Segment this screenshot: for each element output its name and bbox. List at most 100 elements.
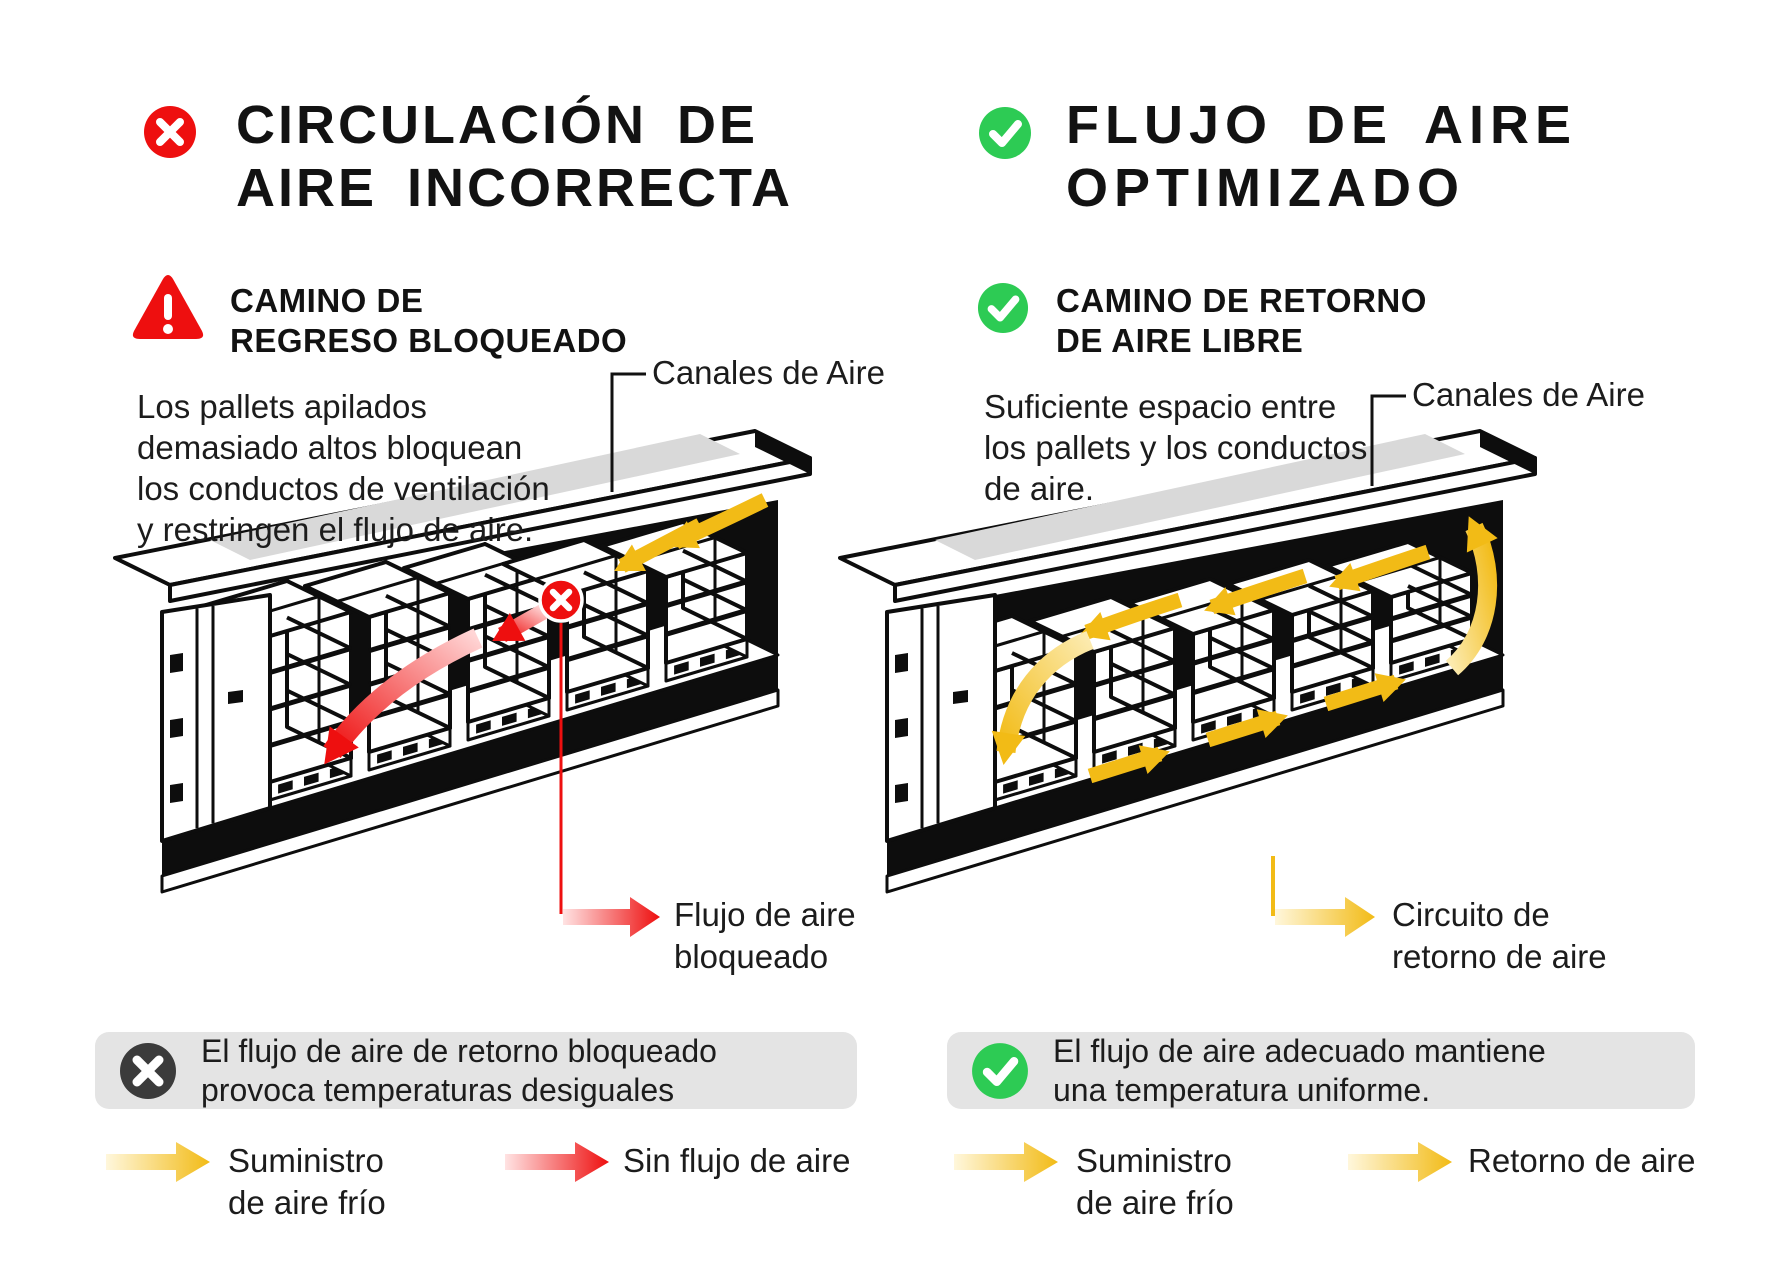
- right-title: FLUJO DE AIRE OPTIMIZADO: [1066, 94, 1577, 220]
- right-note-box: El flujo de aire adecuado mantiene una t…: [947, 1032, 1695, 1109]
- left-legend-supply-label: Suministro de aire frío: [228, 1140, 386, 1224]
- return-air-arrowhead: [1374, 673, 1406, 702]
- legend-blocked-arrow-icon: [505, 1142, 609, 1182]
- right-description: Suficiente espacio entre los pallets y l…: [984, 386, 1367, 509]
- riser-air-arrowhead: [1466, 516, 1498, 553]
- pallet-slot: [476, 720, 491, 734]
- legend-supply-line2: de aire frío: [228, 1184, 386, 1221]
- container-base: [887, 655, 1503, 876]
- left-note-line2: provoca temperaturas desiguales: [201, 1071, 675, 1108]
- pallet-slot: [575, 690, 590, 704]
- left-description: Los pallets apilados demasiado altos blo…: [137, 386, 550, 550]
- left-duct-label: Canales de Aire: [652, 354, 885, 391]
- box-row-line: [566, 633, 649, 663]
- pallet-slot: [278, 780, 293, 794]
- x-circle-dark-icon: [120, 1042, 176, 1099]
- right-flow-label-line1: Circuito de: [1392, 896, 1550, 933]
- right-legend-supply-label: Suministro de aire frío: [1076, 1140, 1234, 1224]
- legend-supply-line1: Suministro: [1076, 1142, 1232, 1179]
- right-title-line1: FLUJO DE AIRE: [1066, 95, 1578, 155]
- right-desc-line3: de aire.: [984, 470, 1095, 507]
- box-row-line: [665, 579, 748, 609]
- box-seam: [336, 576, 419, 603]
- left-subtitle-line2: REGRESO BLOQUEADO: [230, 322, 628, 359]
- container-door: [160, 593, 272, 843]
- right-subtitle-line1: CAMINO DE RETORNO: [1056, 282, 1427, 319]
- right-subtitle-line2: DE AIRE LIBRE: [1056, 322, 1304, 359]
- right-note-text: El flujo de aire adecuado mantiene una t…: [1053, 1032, 1546, 1110]
- door-hinge: [170, 783, 183, 803]
- pallet-slot: [674, 661, 689, 675]
- left-desc-line1: Los pallets apilados: [137, 388, 427, 425]
- pallet-slot: [1029, 772, 1044, 786]
- box-row-line: [1093, 692, 1176, 722]
- box-row-line: [467, 664, 550, 694]
- left-flow-label-line2: bloqueado: [674, 938, 829, 975]
- warning-triangle-icon: [132, 275, 204, 339]
- downflow-air-arrowhead: [991, 730, 1026, 765]
- ceiling-air-arrowhead: [1204, 587, 1236, 616]
- pallet-slot: [377, 750, 392, 764]
- container-illustration-optimized: [838, 429, 1537, 894]
- return-air-arrowhead: [1256, 709, 1288, 738]
- right-note-line1: El flujo de aire adecuado mantiene: [1053, 1032, 1546, 1069]
- pallet-slot: [1326, 682, 1341, 696]
- pallet-slot: [1300, 690, 1315, 704]
- box-row-line: [1390, 592, 1473, 622]
- left-title-line1: CIRCULACIÓN DE: [236, 95, 758, 155]
- blocked-air-curve-arrow: [323, 628, 483, 759]
- pallet-slot: [1128, 742, 1143, 756]
- pallet-slot: [601, 682, 616, 696]
- left-flow-label-line1: Flujo de aire: [674, 896, 856, 933]
- right-circuit-label: Circuito de retorno de aire: [1392, 894, 1607, 978]
- pallet-stack: [501, 538, 650, 712]
- left-subtitle-line1: CAMINO DE: [230, 282, 424, 319]
- pallet-slot: [502, 712, 517, 726]
- pallet-slot: [1227, 712, 1242, 726]
- pallet-slot: [700, 653, 715, 667]
- return-air-arrowhead: [1138, 745, 1170, 774]
- pallet-slot: [1003, 780, 1018, 794]
- container-illustration-blocked: [113, 429, 812, 894]
- legend-supply-arrow-icon: [106, 1142, 210, 1182]
- legend-return-arrow-icon: [1348, 1142, 1452, 1182]
- door-hinge: [170, 653, 183, 673]
- legend-arrows: [106, 1142, 1452, 1182]
- box-row-line: [467, 634, 550, 663]
- box-seam: [534, 554, 617, 581]
- x-circle-icon: [144, 106, 196, 158]
- right-subtitle: CAMINO DE RETORNO DE AIRE LIBRE: [1056, 281, 1427, 361]
- left-note-box: El flujo de aire de retorno bloqueado pr…: [95, 1032, 857, 1109]
- downflow-air-arrow: [996, 631, 1094, 754]
- container-base: [162, 655, 778, 876]
- right-desc-line1: Suficiente espacio entre: [984, 388, 1337, 425]
- left-blocked-flow-label: Flujo de aire bloqueado: [674, 894, 856, 978]
- left-note-line1: El flujo de aire de retorno bloqueado: [201, 1032, 717, 1069]
- blocked-flow-arrows: [323, 493, 769, 937]
- box-row-line: [269, 719, 352, 748]
- legend-supply-arrow-icon: [954, 1142, 1058, 1182]
- air-channel-panel: [210, 434, 740, 560]
- right-title-line2: OPTIMIZADO: [1066, 158, 1465, 218]
- box-row-line: [1291, 639, 1374, 669]
- ceiling-air-arrowhead: [1329, 563, 1361, 592]
- blocked-callout-arrow: [563, 897, 660, 937]
- pallet-stack: [303, 560, 452, 772]
- legend-supply-line2: de aire frío: [1076, 1184, 1234, 1221]
- box-row-line: [1291, 614, 1374, 644]
- left-desc-line2: demasiado altos bloquean: [137, 429, 523, 466]
- roof-cap: [755, 431, 810, 474]
- pallet-slot: [403, 742, 418, 756]
- left-legend-blocked-label: Sin flujo de aire: [623, 1142, 851, 1179]
- pallet-stack: [600, 520, 749, 683]
- container-skirt: [160, 688, 780, 894]
- right-duct-label: Canales de Aire: [1412, 376, 1645, 413]
- left-subtitle: CAMINO DE REGRESO BLOQUEADO: [230, 281, 627, 361]
- left-desc-line4: y restringen el flujo de aire.: [137, 511, 534, 548]
- box-seam: [1259, 574, 1342, 601]
- legend-supply-line1: Suministro: [228, 1142, 384, 1179]
- door-hinge: [170, 718, 183, 738]
- door-hinge: [895, 653, 908, 673]
- left-note-text: El flujo de aire de retorno bloqueado pr…: [201, 1032, 717, 1110]
